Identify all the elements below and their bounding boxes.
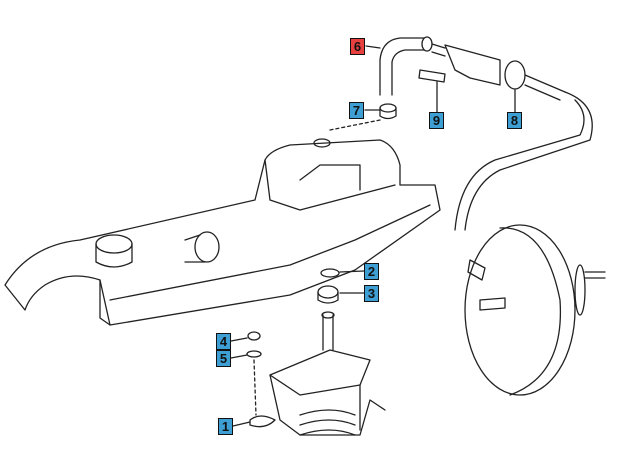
valve-drawing xyxy=(431,43,566,101)
callout-8-valve[interactable]: 8 xyxy=(507,112,522,129)
brake-booster-drawing xyxy=(464,224,606,396)
callout-9-connector[interactable]: 9 xyxy=(429,112,444,129)
callout-4-nut[interactable]: 4 xyxy=(216,333,231,350)
leader-lines xyxy=(230,45,516,427)
callout-5-washer[interactable]: 5 xyxy=(216,350,231,367)
hose-drawing xyxy=(329,36,433,131)
pin-drawing xyxy=(418,69,446,83)
valve-cover-drawing xyxy=(4,138,441,326)
callout-2-washer[interactable]: 2 xyxy=(364,263,379,280)
callout-1-mount[interactable]: 1 xyxy=(218,418,233,435)
engine-mount-drawing xyxy=(246,268,386,436)
callout-6-hose[interactable]: 6 xyxy=(350,38,365,55)
callout-3-bushing[interactable]: 3 xyxy=(364,285,379,302)
callout-7-hose-clamp[interactable]: 7 xyxy=(349,102,364,119)
